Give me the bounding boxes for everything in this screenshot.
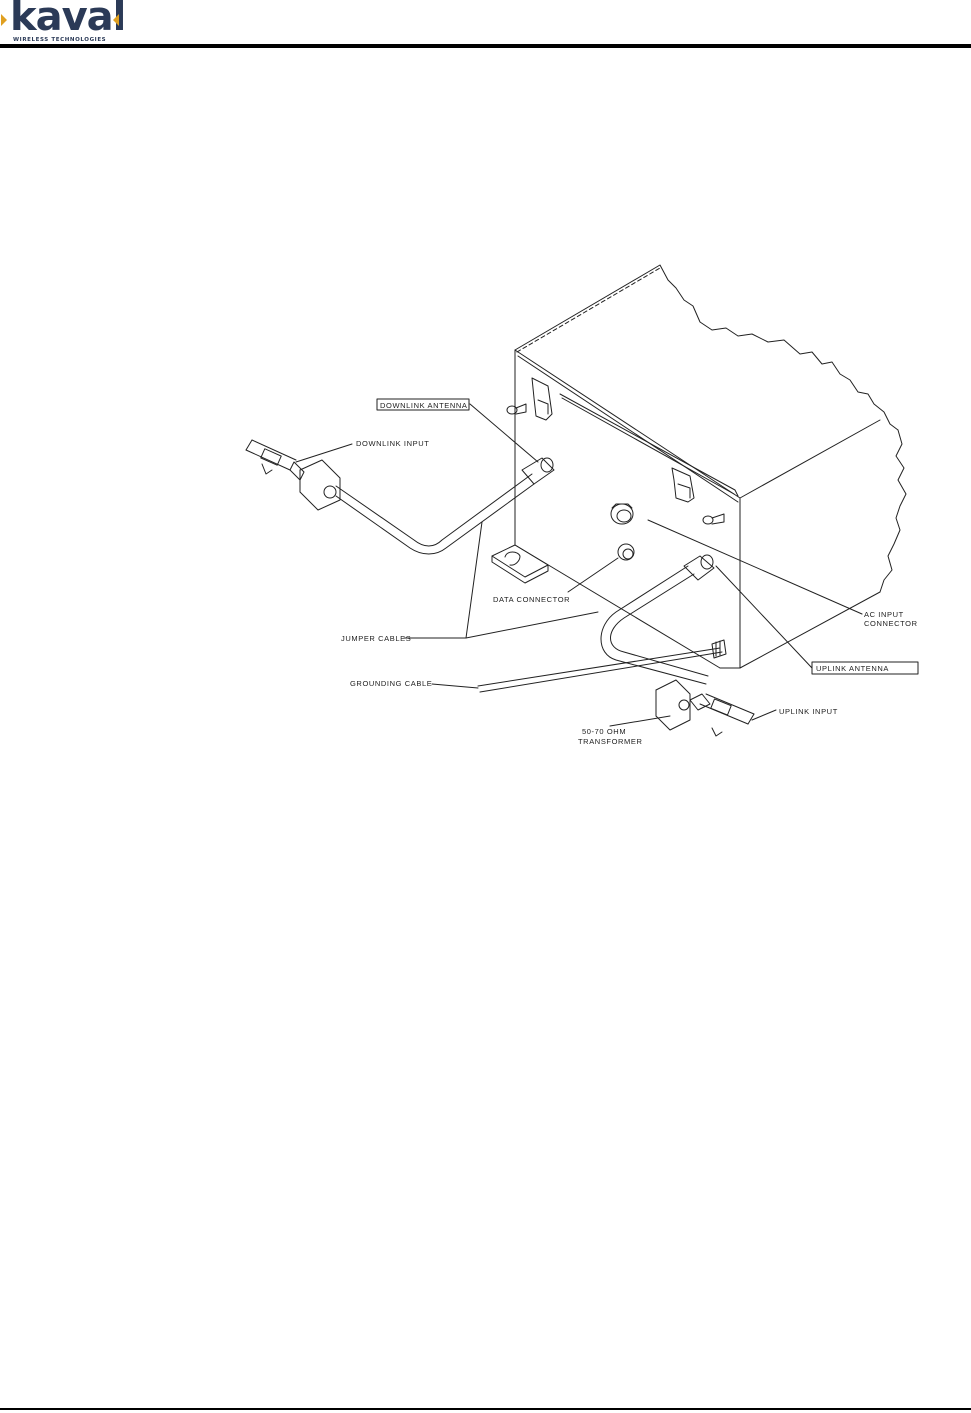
leader-ac-input	[648, 520, 862, 614]
label-ac-input-2: CONNECTOR	[864, 619, 918, 628]
lid-latch-left	[532, 378, 552, 420]
leader-jumper-right	[466, 612, 598, 638]
downlink-input-cable	[246, 440, 296, 474]
label-downlink-antenna: DOWNLINK ANTENNA	[380, 401, 468, 410]
label-downlink-input: DOWNLINK INPUT	[356, 439, 429, 448]
ac-input-connector-shape	[611, 504, 633, 524]
label-grounding-cable: GROUNDING CABLE	[350, 679, 432, 688]
footer-rule	[0, 1408, 971, 1410]
label-transformer-2: TRANSFORMER	[578, 737, 643, 746]
downlink-transformer	[290, 460, 340, 510]
leader-downlink-input	[296, 444, 352, 462]
downlink-jumper-cable	[336, 474, 534, 554]
uplink-antenna-connector	[684, 555, 714, 580]
leader-data-connector	[568, 558, 618, 592]
bolt-left	[507, 404, 526, 414]
leader-downlink-antenna	[470, 404, 538, 462]
uplink-input-cable	[700, 694, 754, 736]
lid-seam	[560, 394, 738, 496]
label-ac-input-1: AC INPUT	[864, 610, 904, 619]
label-transformer-1: 50-70 OHM	[582, 727, 626, 736]
wall-break-top	[515, 265, 898, 430]
leader-uplink-antenna	[716, 566, 812, 668]
leader-uplink-input	[752, 710, 776, 720]
leader-grounding	[432, 684, 478, 688]
label-uplink-input: UPLINK INPUT	[779, 707, 838, 716]
wall-break-right	[880, 430, 906, 592]
data-connector-shape	[618, 544, 634, 560]
top-edge-hatch	[517, 268, 660, 352]
label-uplink-antenna: UPLINK ANTENNA	[816, 664, 889, 673]
mounting-foot	[492, 545, 548, 583]
uplink-jumper-cable	[601, 566, 708, 684]
bolt-right	[703, 514, 724, 524]
label-data-connector: DATA CONNECTOR	[493, 595, 570, 604]
label-jumper-cables: JUMPER CABLES	[341, 634, 411, 643]
lid-latch-right	[672, 468, 694, 502]
